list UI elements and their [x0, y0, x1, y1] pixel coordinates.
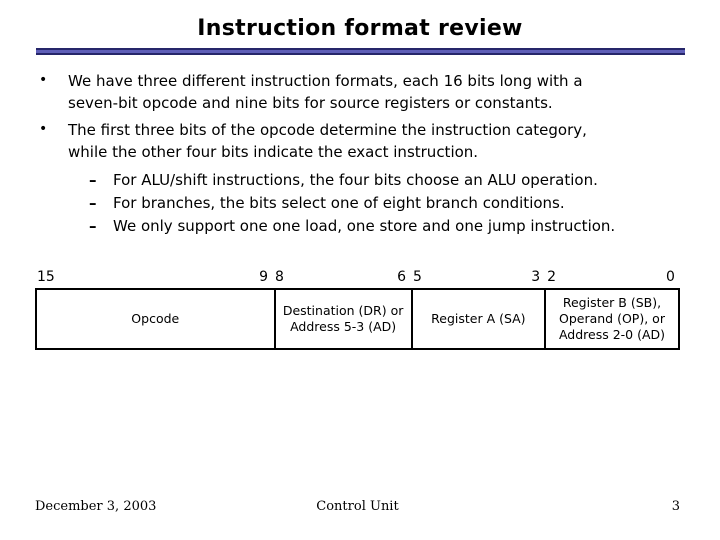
footer: December 3, 2003 Control Unit 3	[35, 499, 680, 514]
dash-marker: –	[89, 171, 97, 189]
field-destination: Destination (DR) or Address 5-3 (AD)	[273, 290, 411, 348]
footer-title: Control Unit	[316, 499, 399, 514]
bit-high: 2	[547, 269, 557, 285]
list-item: • The first three bits of the opcode det…	[35, 119, 618, 163]
bullet-text: We only support one one load, one store …	[113, 217, 616, 235]
bullet-list: • We have three different instruction fo…	[35, 70, 655, 238]
bullet-marker: •	[39, 72, 48, 88]
page-title: Instruction format review	[197, 16, 523, 41]
bullet-text: For branches, the bits select one of eig…	[113, 194, 565, 212]
bullet-text: We have three different instruction form…	[68, 72, 583, 112]
bit-high: 8	[275, 269, 284, 285]
bit-range-opcode: 15 9	[35, 268, 273, 288]
field-box-row: Opcode Destination (DR) or Address 5-3 (…	[35, 288, 680, 350]
dash-marker: –	[89, 217, 97, 235]
footer-page-number: 3	[671, 499, 680, 514]
title-divider-rule	[36, 48, 685, 55]
bit-range-destination: 8 6	[273, 268, 411, 288]
list-item: – We only support one one load, one stor…	[35, 215, 673, 238]
dash-marker: –	[89, 194, 97, 212]
bit-low: 6	[397, 269, 407, 285]
field-label: Destination (DR) or Address 5-3 (AD)	[282, 303, 404, 334]
bullet-marker: •	[39, 121, 48, 137]
bit-range-register-b: 2 0	[545, 268, 680, 288]
bit-number-row: 15 9 8 6 5 3 2 0	[35, 268, 680, 288]
field-label: Opcode	[131, 311, 180, 326]
bit-low: 0	[666, 269, 675, 285]
bit-high: 5	[413, 269, 422, 285]
bullet-text: For ALU/shift instructions, the four bit…	[113, 171, 598, 189]
field-register-a: Register A (SA)	[410, 290, 544, 348]
bit-range-register-a: 5 3	[411, 268, 545, 288]
field-register-b: Register B (SB), Operand (OP), or Addres…	[544, 290, 678, 348]
list-item: – For branches, the bits select one of e…	[35, 192, 673, 215]
bit-low: 9	[259, 269, 268, 285]
instruction-format-diagram: 15 9 8 6 5 3 2 0 Opcode Destination (DR)…	[35, 268, 680, 350]
footer-date: December 3, 2003	[35, 499, 157, 514]
bit-high: 15	[37, 269, 55, 285]
list-item: • We have three different instruction fo…	[35, 70, 618, 114]
list-item: – For ALU/shift instructions, the four b…	[35, 169, 673, 192]
field-label: Register B (SB), Operand (OP), or Addres…	[558, 295, 666, 342]
bullet-text: The first three bits of the opcode deter…	[68, 121, 587, 161]
bit-low: 3	[531, 269, 541, 285]
field-opcode: Opcode	[37, 290, 274, 348]
field-label: Register A (SA)	[431, 311, 526, 326]
